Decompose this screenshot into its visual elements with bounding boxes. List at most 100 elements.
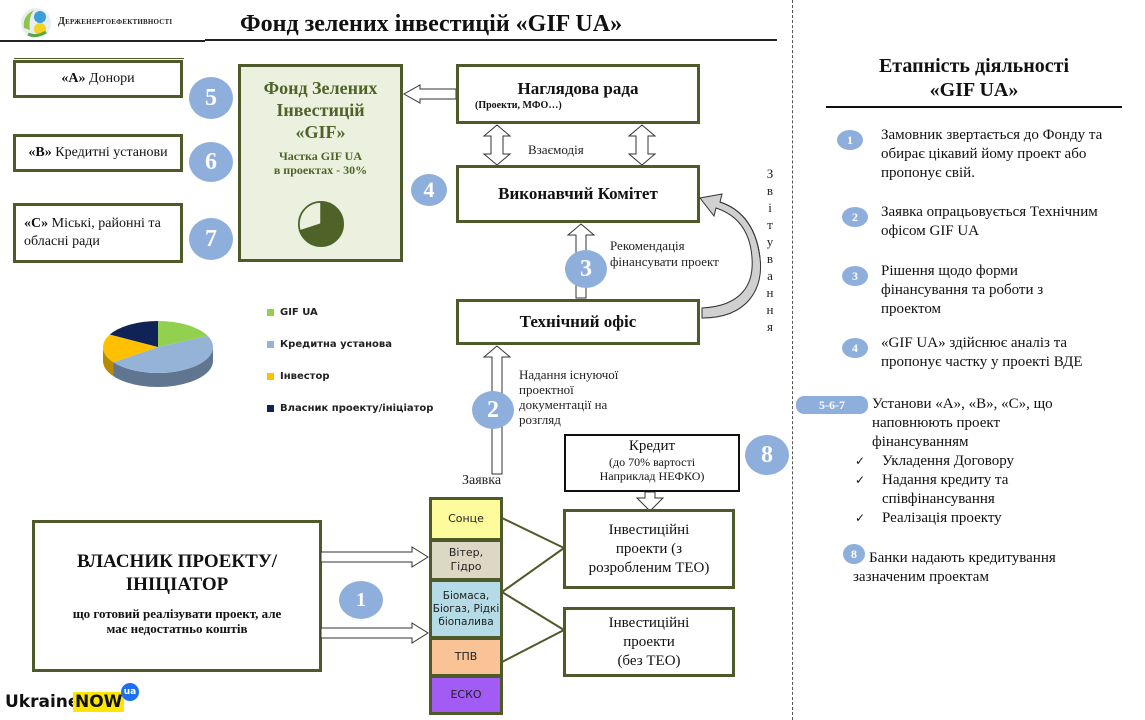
investment-projects-without-teo: Інвестиційні проекти (без ТЕО)	[563, 607, 735, 677]
arrow-owner-to-categories-2	[320, 622, 429, 644]
category-msw: ТПВ	[429, 637, 503, 677]
owner-desc-line1: що готовий реалізувати проект, але	[72, 606, 282, 621]
connector-line	[501, 517, 565, 549]
connector-line	[501, 629, 565, 663]
page-title: Фонд зелених інвестицій «GIF UA»	[240, 11, 623, 37]
interaction-arrow-right	[627, 124, 657, 166]
investment-projects-with-teo: Інвестиційні проекти (з розробленим ТЕО)	[563, 509, 735, 589]
stage-checklist: ✓ Укладення Договору ✓ Надання кредиту т…	[855, 452, 1105, 528]
pie-slice-інвестор	[103, 334, 158, 363]
stage-text-5-6-7: Установи «А», «В», «С», що наповнюють пр…	[872, 396, 1053, 450]
stages-title: Етапність діяльності «GIF UA»	[826, 54, 1122, 102]
legend-label: Власник проекту/ініціатор	[280, 403, 434, 414]
agency-logo	[18, 6, 54, 40]
connector-line	[501, 547, 565, 593]
header-rule	[205, 39, 777, 41]
donor-a-label: Донори	[89, 71, 135, 86]
category-wind-hydro: Вітер, Гідро	[429, 539, 503, 581]
stage-text-8: Банки надають кредитування зазначеним пр…	[853, 550, 1056, 585]
stage-badge-1: 1	[837, 130, 863, 150]
fund-title: Фонд Зелених Інвестицій «GIF»	[241, 77, 400, 143]
badge-6: 6	[189, 142, 233, 182]
legend-item-owner: Власник проекту/ініціатор	[267, 403, 433, 414]
pie-side-1	[113, 347, 213, 387]
reporting-char: т	[767, 217, 773, 232]
stages-title-line1: Етапність діяльності	[878, 55, 1070, 77]
investment-line: (без ТЕО)	[617, 652, 681, 669]
legend-item-investor: Інвестор	[267, 371, 330, 382]
legend-swatch	[267, 373, 274, 380]
category-connectors	[501, 517, 565, 663]
stage-text-3: Рішення щодо форми фінансування та робот…	[881, 263, 1044, 317]
legend-item-gif-ua: GIF UA	[267, 307, 318, 318]
check-icon: ✓	[855, 473, 866, 487]
header-left-rule	[0, 40, 205, 42]
arrow-owner-to-categories-1	[320, 546, 429, 568]
legend-label: Інвестор	[280, 371, 330, 382]
reporting-curved-arrow	[699, 193, 762, 319]
recommendation-line2: фінансувати проект	[610, 254, 719, 269]
checklist-label: Укладення Договору	[882, 453, 1015, 469]
checklist-label: Надання кредиту та співфінансування	[882, 472, 1009, 507]
stages-rule	[826, 106, 1122, 108]
agency-logo-icon	[21, 8, 51, 38]
category-sun: Сонце	[429, 497, 503, 541]
stage-text-1: Замовник звертається до Фонду та обирає …	[881, 127, 1103, 181]
donor-box-a: «A» Донори	[13, 60, 183, 98]
checklist-item: ✓ Укладення Договору	[855, 452, 1105, 471]
fund-title-line1: Фонд Зелених	[263, 78, 378, 98]
interaction-label: Взаємодія	[528, 142, 584, 157]
owner-title-line2: ІНІЦІАТОР	[125, 574, 229, 595]
stage-badge-8: 8	[843, 544, 865, 564]
legend-item-credit-institution: Кредитна установа	[267, 339, 392, 350]
owner-desc-line2: має недостатньо коштів	[106, 621, 248, 636]
reporting-char: н	[766, 285, 774, 300]
logo-badge-ua: ua	[121, 683, 139, 701]
agency-name: Держенергоефективності	[58, 16, 173, 27]
documentation-line: розгляд	[519, 412, 561, 427]
checklist-label: Реалізація проекту	[882, 510, 1002, 526]
owner-title-line1: ВЛАСНИК ПРОЕКТУ/	[76, 551, 278, 572]
pie-slice-власник-проекту-ініціатор	[109, 321, 158, 347]
fund-share-line2: в проектах - 30%	[273, 163, 368, 177]
checklist-item: ✓ Надання кредиту та співфінансування	[855, 471, 1105, 509]
checklist-item: ✓ Реалізація проекту	[855, 509, 1105, 528]
stage-badge-2: 2	[842, 207, 868, 227]
donor-c-prefix: «C»	[24, 216, 49, 231]
reporting-char: я	[767, 319, 773, 334]
investment-line: Інвестиційні	[608, 521, 690, 538]
fund-share-line1: Частка GIF UA	[279, 149, 362, 163]
category-esco: ЕСКО	[429, 675, 503, 715]
credit-title: Кредит	[628, 438, 676, 454]
recommendation-line1: Рекомендація	[610, 238, 685, 253]
interaction-arrow-left	[482, 124, 512, 166]
legend-label: GIF UA	[280, 307, 318, 318]
badge-4: 4	[411, 174, 447, 206]
recommendation-text: Рекомендація фінансувати проект	[610, 238, 719, 270]
reporting-char: і	[768, 200, 772, 215]
fund-share-pie	[298, 201, 344, 247]
badge-5: 5	[189, 77, 233, 119]
donor-box-c: «C» Міські, районні та обласні ради	[13, 203, 183, 263]
credit-line2: (до 70% вартості	[608, 455, 696, 469]
reporting-char: в	[766, 251, 774, 266]
arrow-credit-down	[635, 492, 665, 512]
documentation-text: Надання існуючої проектної документації …	[519, 367, 618, 427]
reporting-char: а	[767, 268, 773, 283]
badge-8: 8	[745, 435, 789, 475]
reporting-char: у	[766, 234, 774, 249]
investment-line: проекти	[623, 633, 675, 650]
project-owner-box: ВЛАСНИК ПРОЕКТУ/ ІНІЦІАТОР що готовий ре…	[32, 520, 322, 672]
executive-committee-title: Виконавчий Комітет	[498, 184, 658, 203]
section-divider	[792, 0, 793, 720]
supervisory-board-box: Наглядова рада (Проекти, МФО…)	[456, 64, 700, 124]
fund-title-line2: Інвестицій	[276, 100, 365, 120]
badge-7: 7	[189, 218, 233, 260]
investment-line: Інвестиційні	[608, 614, 690, 631]
arrow-board-to-fund	[402, 84, 457, 104]
reporting-label: З в і т у в а н н я	[763, 165, 777, 335]
badge-2: 2	[472, 391, 514, 429]
category-biomass: Біомаса, Біогаз, Рідкі біопалива	[429, 579, 503, 639]
reporting-char: в	[766, 183, 774, 198]
documentation-line: Надання існуючої	[519, 367, 619, 382]
